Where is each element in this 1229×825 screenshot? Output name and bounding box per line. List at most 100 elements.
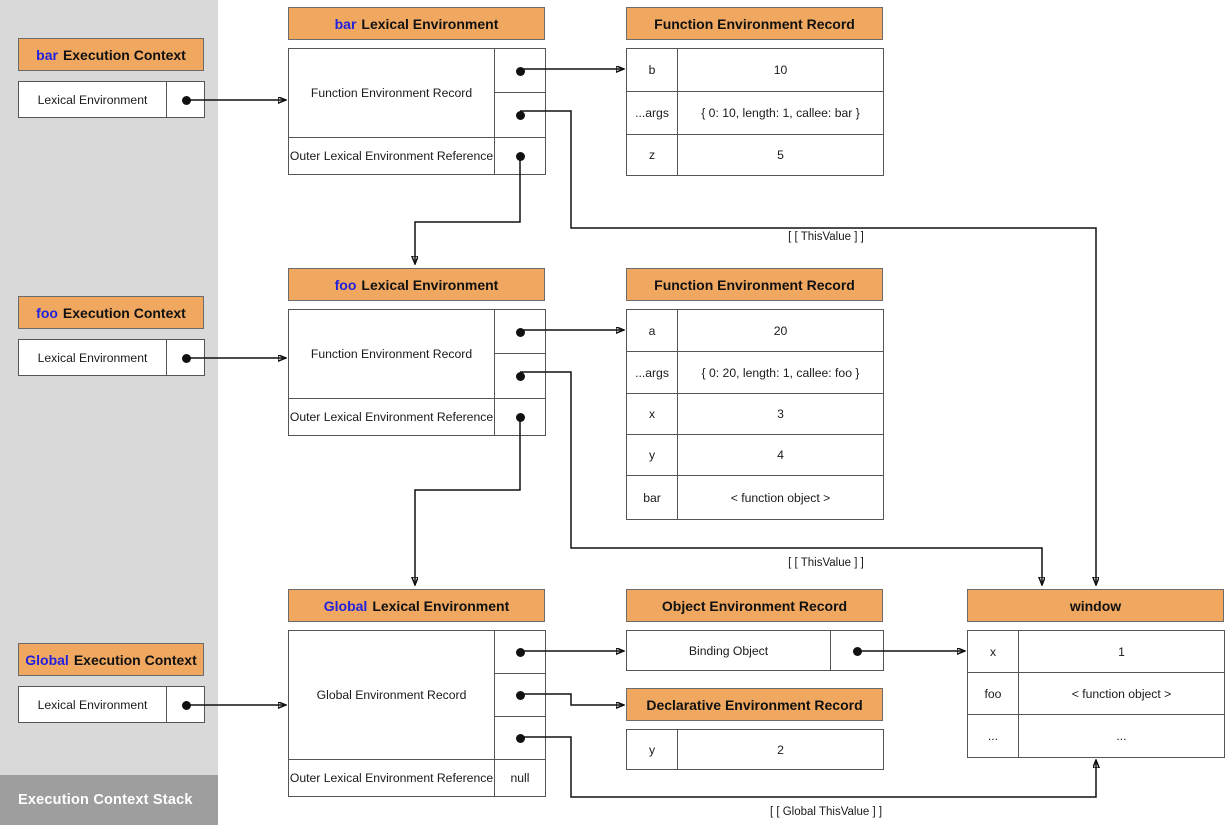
declarative-environment-record-header: Declarative Environment Record: [626, 688, 883, 721]
foo-execution-context-row-label: Lexical Environment: [18, 339, 167, 376]
bar-lexical-environment-header: bar Lexical Environment: [288, 7, 545, 40]
global-lexical-environment-title: Lexical Environment: [372, 597, 510, 614]
bar-lexical-environment-table: Function Environment Record Outer Lexica…: [288, 48, 546, 175]
window-object-table: x 1 foo < function object > ... ...: [967, 630, 1225, 758]
foo-lexical-environment-record-label: Function Environment Record: [288, 309, 495, 399]
pointer-dot: [516, 328, 525, 337]
table-row-value: 5: [677, 134, 884, 176]
foo-execution-context-row-pointer: [166, 339, 205, 376]
foo-lexical-environment-title: Lexical Environment: [361, 276, 499, 293]
pointer-dot: [516, 372, 525, 381]
foo-lexical-environment-table: Function Environment Record Outer Lexica…: [288, 309, 546, 436]
foo-lexical-environment-header: foo Lexical Environment: [288, 268, 545, 301]
pointer-dot: [516, 67, 525, 76]
object-environment-record-header: Object Environment Record: [626, 589, 883, 622]
foo-thisvalue-edge-label: [ [ ThisValue ] ]: [788, 557, 864, 569]
bar-execution-context-keyword: bar: [36, 46, 58, 63]
pointer-dot: [516, 648, 525, 657]
table-row-key: ...args: [626, 351, 678, 394]
foo-lexical-environment-record-pointer: [494, 309, 546, 354]
bar-execution-context-row-pointer: [166, 81, 205, 118]
table-row-key: ...args: [626, 91, 678, 135]
wire-foo-outer-to-global-le: [415, 416, 521, 585]
global-execution-context-header: Global Execution Context: [18, 643, 204, 676]
global-lexical-environment-object-record-pointer: [494, 630, 546, 674]
foo-function-environment-record-header: Function Environment Record: [626, 268, 883, 301]
global-execution-context-title: Execution Context: [73, 651, 197, 668]
global-lexical-environment-keyword: Global: [323, 597, 368, 614]
table-row-key: bar: [626, 475, 678, 520]
execution-context-stack-title: Execution Context Stack: [18, 792, 193, 808]
table-row-key: foo: [967, 672, 1019, 715]
declarative-environment-record-table: y 2: [626, 729, 884, 770]
foo-lexical-environment-keyword: foo: [334, 276, 357, 293]
global-lexical-environment-header: Global Lexical Environment: [288, 589, 545, 622]
bar-function-environment-record-header: Function Environment Record: [626, 7, 883, 40]
global-lexical-environment-record-label: Global Environment Record: [288, 630, 495, 760]
table-row-key: y: [626, 434, 678, 476]
binding-object-pointer: [830, 630, 884, 671]
bar-lexical-environment-record-label: Function Environment Record: [288, 48, 495, 138]
foo-execution-context-table: Lexical Environment: [18, 339, 205, 376]
pointer-dot: [182, 354, 191, 363]
foo-execution-context-title: Execution Context: [62, 304, 186, 321]
global-lexical-environment-declarative-record-pointer: [494, 673, 546, 717]
bar-lexical-environment-record-pointer: [494, 48, 546, 93]
binding-object-label: Binding Object: [626, 630, 831, 671]
table-row-value: 4: [677, 434, 884, 476]
table-row-key: b: [626, 48, 678, 92]
bar-execution-context-header: bar Execution Context: [18, 38, 204, 71]
table-row-key: ...: [967, 714, 1019, 758]
pointer-dot: [516, 691, 525, 700]
global-thisvalue-edge-label: [ [ Global ThisValue ] ]: [769, 806, 883, 818]
foo-lexical-environment-outer-pointer: [494, 398, 546, 436]
table-row-key: a: [626, 309, 678, 352]
table-row-key: y: [626, 729, 678, 770]
table-row-value: < function object >: [677, 475, 884, 520]
window-object-header: window: [967, 589, 1224, 622]
global-execution-context-keyword: Global: [25, 651, 69, 668]
foo-lexical-environment-thisvalue-pointer: [494, 353, 546, 399]
table-row-key: x: [626, 393, 678, 435]
foo-execution-context-keyword: foo: [36, 304, 58, 321]
table-row-value: { 0: 10, length: 1, callee: bar }: [677, 91, 884, 135]
table-row-value: 1: [1018, 630, 1225, 673]
pointer-dot: [516, 111, 525, 120]
global-lexical-environment-thisvalue-pointer: [494, 716, 546, 760]
bar-function-environment-record-table: b 10 ...args { 0: 10, length: 1, callee:…: [626, 48, 884, 176]
table-row-value: 20: [677, 309, 884, 352]
global-lexical-environment-table: Global Environment Record Outer Lexical …: [288, 630, 546, 797]
table-row-key: x: [967, 630, 1019, 673]
bar-execution-context-table: Lexical Environment: [18, 81, 205, 118]
table-row-value: { 0: 20, length: 1, callee: foo }: [677, 351, 884, 394]
bar-execution-context-row-label: Lexical Environment: [18, 81, 167, 118]
global-execution-context-row-label: Lexical Environment: [18, 686, 167, 723]
foo-execution-context-header: foo Execution Context: [18, 296, 204, 329]
table-row-value: 3: [677, 393, 884, 435]
global-lexical-environment-outer-value: null: [494, 759, 546, 797]
table-row-key: z: [626, 134, 678, 176]
global-lexical-environment-outer-label: Outer Lexical Environment Reference: [288, 759, 495, 797]
global-execution-context-table: Lexical Environment: [18, 686, 205, 723]
bar-lexical-environment-keyword: bar: [334, 15, 357, 32]
pointer-dot: [853, 647, 862, 656]
bar-lexical-environment-thisvalue-pointer: [494, 92, 546, 138]
global-execution-context-row-pointer: [166, 686, 205, 723]
object-environment-record-table: Binding Object: [626, 630, 884, 671]
table-row-value: ...: [1018, 714, 1225, 758]
pointer-dot: [516, 734, 525, 743]
pointer-dot: [182, 701, 191, 710]
table-row-value: 10: [677, 48, 884, 92]
bar-execution-context-title: Execution Context: [62, 46, 186, 63]
bar-lexical-environment-outer-label: Outer Lexical Environment Reference: [288, 137, 495, 175]
bar-thisvalue-edge-label: [ [ ThisValue ] ]: [788, 231, 864, 243]
pointer-dot: [182, 96, 191, 105]
bar-lexical-environment-title: Lexical Environment: [361, 15, 499, 32]
execution-context-stack-footer: Execution Context Stack: [0, 775, 218, 825]
pointer-dot: [516, 152, 525, 161]
foo-lexical-environment-outer-label: Outer Lexical Environment Reference: [288, 398, 495, 436]
table-row-value: < function object >: [1018, 672, 1225, 715]
table-row-value: 2: [677, 729, 884, 770]
bar-lexical-environment-outer-pointer: [494, 137, 546, 175]
